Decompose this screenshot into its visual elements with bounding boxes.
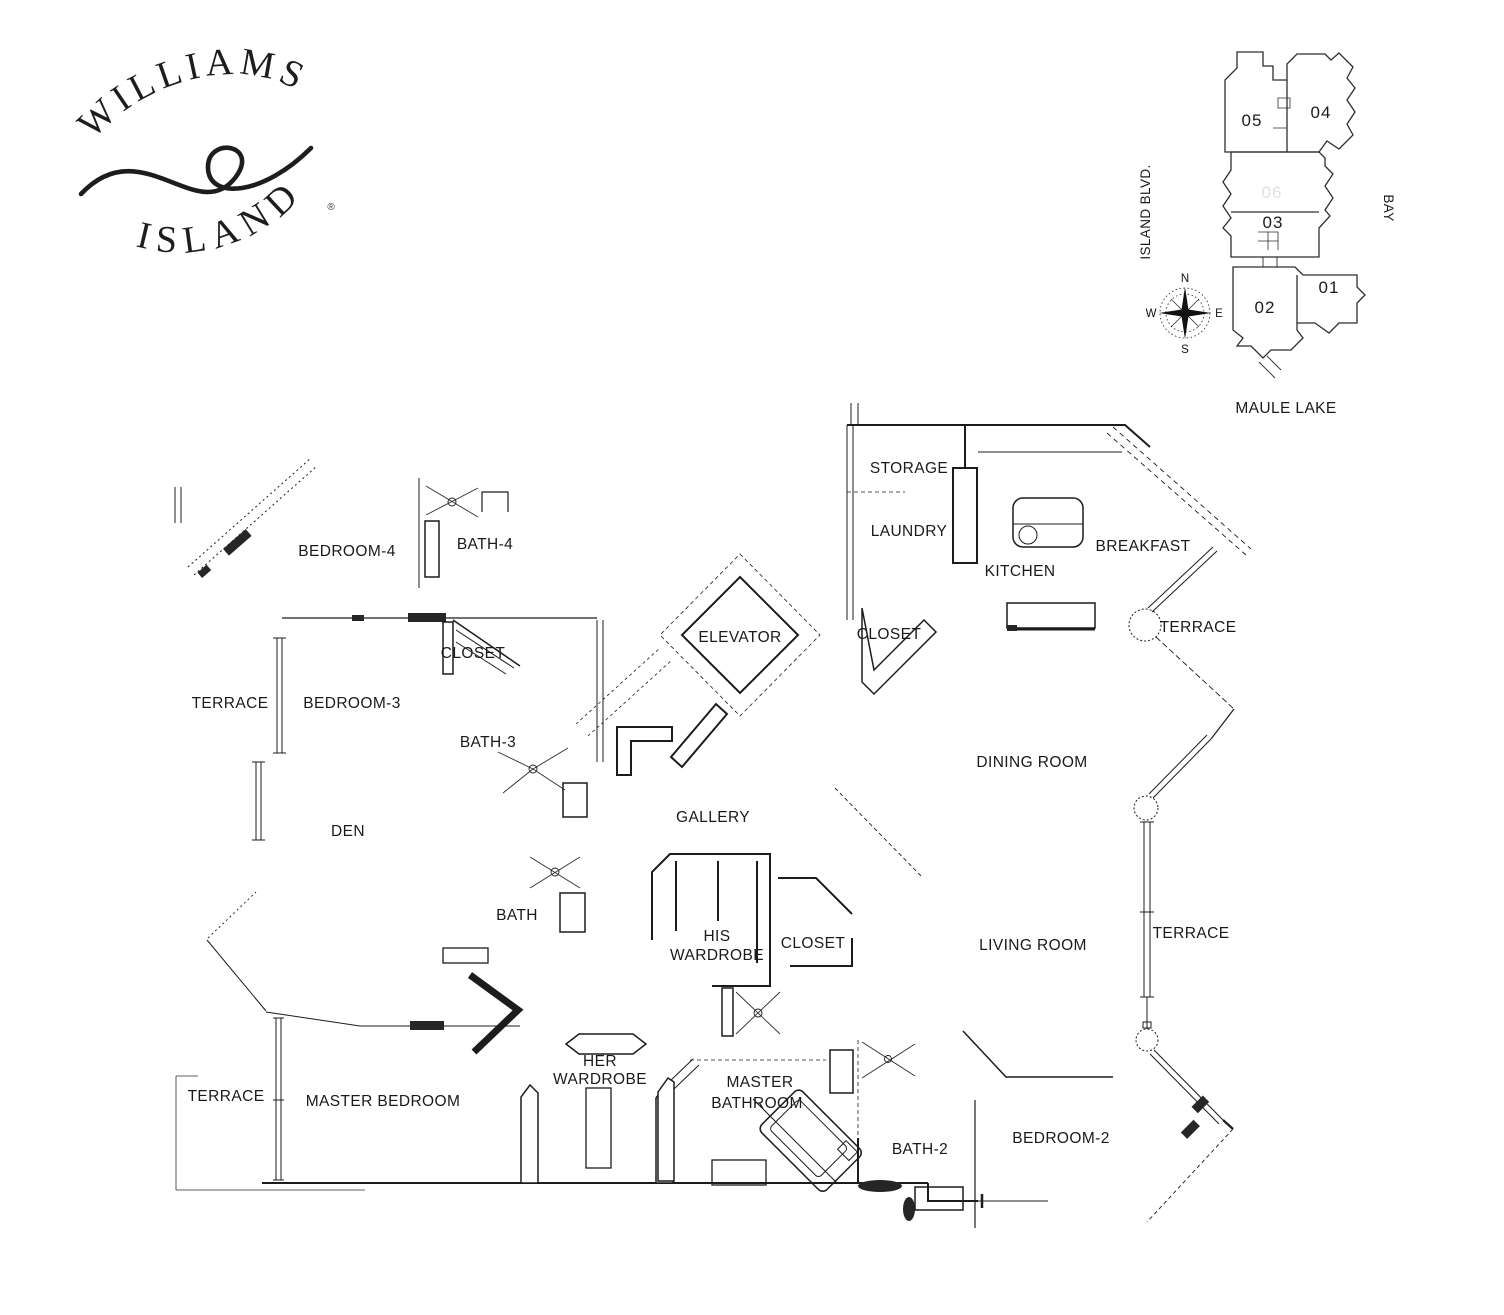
room-label-bedroom-4: BEDROOM-4 [298,543,395,560]
room-label-kitchen: KITCHEN [985,563,1056,580]
room-label-closet-kitchen: CLOSET [857,626,922,643]
logo-word-island: ISLAND [133,170,311,262]
williams-island-logo: WILLIAMS ISLAND ® [70,41,336,263]
key-plan: 05 04 06 03 02 01 ISLAND BLVD. BAY N S W… [1138,51,1396,417]
room-label-terrace-top-right: TERRACE [1160,619,1237,636]
room-label-bedroom-2: BEDROOM-2 [1012,1130,1109,1147]
main-floor-plan: BEDROOM-4 BATH-4 CLOSET TERRACE BEDROOM-… [174,403,1252,1228]
room-label-bedroom-3: BEDROOM-3 [303,695,400,712]
compass-s: S [1181,344,1189,356]
room-label-storage: STORAGE [870,460,948,477]
registered-mark: ® [327,202,335,213]
room-label-his-wardrobe-1: HIS [703,928,730,945]
key-plan-unit-highlight: 06 [1262,183,1283,202]
room-label-bath-2: BATH-2 [892,1141,948,1158]
room-label-elevator: ELEVATOR [698,629,781,646]
room-label-dining-room: DINING ROOM [976,754,1087,771]
room-label-breakfast: BREAKFAST [1096,538,1191,555]
room-label-bath: BATH [496,907,538,924]
street-label: ISLAND BLVD. [1138,164,1153,259]
room-labels: BEDROOM-4 BATH-4 CLOSET TERRACE BEDROOM-… [188,460,1237,1158]
room-label-master-bathroom-2: BATHROOM [711,1095,803,1112]
room-label-master-bedroom: MASTER BEDROOM [306,1093,461,1110]
logo-word-williams: WILLIAMS [70,41,315,147]
key-plan-unit-04: 04 [1311,103,1332,122]
key-plan-unit-05: 05 [1242,111,1263,130]
key-plan-unit-02: 02 [1255,298,1276,317]
room-label-den: DEN [331,823,365,840]
room-label-master-bathroom-1: MASTER [727,1074,794,1091]
room-label-terrace-right: TERRACE [1153,925,1230,942]
key-plan-unit-03: 03 [1263,213,1284,232]
key-plan-building-outline [1222,51,1366,379]
room-label-her-wardrobe-2: WARDROBE [553,1071,647,1088]
lake-label: MAULE LAKE [1235,400,1336,417]
room-label-his-wardrobe-2: WARDROBE [670,947,764,964]
room-label-closet-bedroom3: CLOSET [441,645,506,662]
room-label-terrace-lower-left: TERRACE [188,1088,265,1105]
room-label-gallery: GALLERY [676,809,750,826]
room-label-terrace-upper-left: TERRACE [192,695,269,712]
room-label-her-wardrobe-1: HER [583,1053,617,1070]
room-label-laundry: LAUNDRY [871,523,948,540]
logo-swash [78,145,314,197]
room-label-bath-4: BATH-4 [457,536,513,553]
compass-n: N [1181,273,1189,285]
plan-walls [174,403,1252,1228]
room-label-bath-3: BATH-3 [460,734,516,751]
compass-rose-icon [1159,287,1211,339]
room-label-closet-center: CLOSET [781,935,846,952]
room-label-living-room: LIVING ROOM [979,937,1087,954]
bay-label: BAY [1381,194,1396,221]
key-plan-unit-01: 01 [1319,278,1340,297]
compass-w: W [1146,308,1157,320]
compass-e: E [1215,308,1223,320]
